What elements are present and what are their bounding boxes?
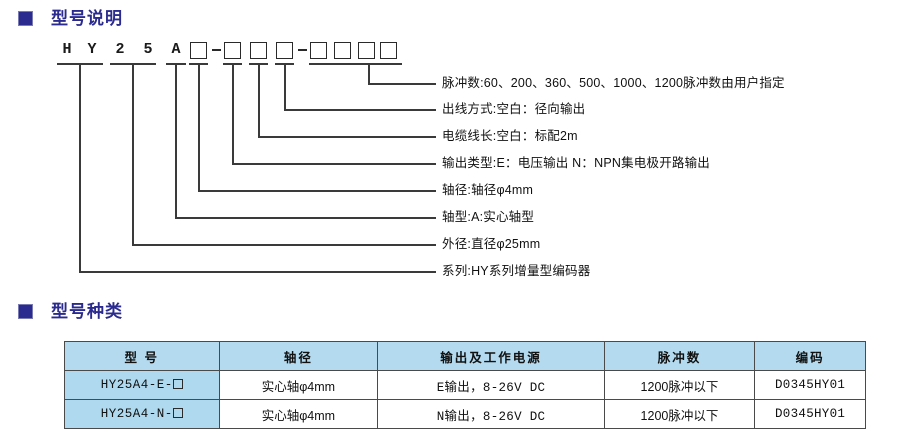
code-box-shaft-dia	[190, 42, 207, 59]
blank-box-icon	[172, 408, 183, 418]
table-header-shaft: 轴径	[218, 341, 379, 371]
section-title-text: 型号说明	[51, 9, 123, 28]
code-char-2: 2	[115, 41, 125, 58]
cell-output: E输出，8-26V DC	[377, 370, 605, 400]
table-header-row: 型 号 轴径 输出及工作电源 脉冲数 编码	[64, 341, 866, 371]
leader-vline-shaft-type	[175, 63, 177, 218]
cell-pulse: 1200脉冲以下	[603, 370, 756, 400]
table-row: HY25A4-N- 实心轴φ4mm N输出，8-26V DC 1200脉冲以下 …	[64, 399, 866, 429]
cell-output: N输出，8-26V DC	[377, 399, 605, 429]
code-dash-1	[212, 49, 221, 51]
cell-code: D0345HY01	[754, 370, 866, 400]
code-box-pulse-3	[358, 42, 375, 59]
table-header-output: 输出及工作电源	[377, 341, 605, 371]
annotation-shaft-dia: 轴径:轴径φ4mm	[442, 183, 534, 197]
table-header-model: 型 号	[64, 341, 220, 371]
table-row: HY25A4-E- 实心轴φ4mm E输出，8-26V DC 1200脉冲以下 …	[64, 370, 866, 400]
leader-hline-shaft-type	[175, 217, 436, 219]
leader-hline-cable	[258, 136, 436, 138]
leader-vline-outlet	[284, 63, 286, 110]
annotation-cable: 电缆线长:空白：标配2m	[442, 129, 578, 143]
section-title-text: 型号种类	[51, 302, 123, 321]
code-box-cable	[250, 42, 267, 59]
cell-shaft: 实心轴φ4mm	[218, 370, 379, 400]
code-char-5: 5	[143, 41, 153, 58]
leader-vline-output-type	[232, 63, 234, 164]
annotation-outer-dia: 外径:直径φ25mm	[442, 237, 541, 251]
code-box-outlet	[276, 42, 293, 59]
leader-vline-outer-dia	[132, 63, 134, 245]
table-header-pulse: 脉冲数	[603, 341, 756, 371]
code-box-pulse-4	[380, 42, 397, 59]
code-char-a: A	[171, 41, 181, 58]
cell-model-text: HY25A4-E-	[100, 378, 173, 392]
table-header-code: 编码	[754, 341, 866, 371]
annotation-outlet: 出线方式:空白：径向输出	[442, 102, 586, 116]
bullet-square-icon	[18, 304, 33, 319]
annotation-pulse: 脉冲数:60、200、360、500、1000、1200脉冲数由用户指定	[442, 76, 785, 90]
code-box-pulse-1	[310, 42, 327, 59]
cell-code: D0345HY01	[754, 399, 866, 429]
code-dash-2	[298, 49, 307, 51]
annotation-series: 系列:HY系列增量型编码器	[442, 264, 591, 278]
leader-vline-series	[79, 63, 81, 272]
leader-hline-outlet	[284, 109, 436, 111]
leader-hline-pulse	[368, 83, 436, 85]
leader-hline-shaft-dia	[198, 190, 436, 192]
leader-vline-pulse	[368, 63, 370, 84]
model-code-diagram: H Y 2 5 A 脉冲数	[0, 38, 900, 293]
leader-hline-output-type	[232, 163, 436, 165]
cell-model-text: HY25A4-N-	[100, 407, 173, 421]
leader-hline-outer-dia	[132, 244, 436, 246]
annotation-output-type: 输出类型:E：电压输出 N：NPN集电极开路输出	[442, 156, 711, 170]
cell-model: HY25A4-E-	[64, 370, 220, 400]
code-box-pulse-2	[334, 42, 351, 59]
underline-pulse	[309, 63, 402, 65]
section-heading-model-description: 型号说明	[18, 10, 123, 27]
section-heading-model-types: 型号种类	[18, 303, 123, 320]
cell-model: HY25A4-N-	[64, 399, 220, 429]
code-box-output-type	[224, 42, 241, 59]
cell-shaft: 实心轴φ4mm	[218, 399, 379, 429]
leader-hline-series	[79, 271, 436, 273]
blank-box-icon	[172, 379, 183, 389]
code-char-h: H	[62, 41, 72, 58]
code-char-y: Y	[87, 41, 97, 58]
cell-pulse: 1200脉冲以下	[603, 399, 756, 429]
model-types-table: 型 号 轴径 输出及工作电源 脉冲数 编码 HY25A4-E- 实心轴φ4mm …	[64, 341, 866, 429]
leader-vline-shaft-dia	[198, 63, 200, 191]
leader-vline-cable	[258, 63, 260, 137]
bullet-square-icon	[18, 11, 33, 26]
annotation-shaft-type: 轴型:A:实心轴型	[442, 210, 535, 224]
